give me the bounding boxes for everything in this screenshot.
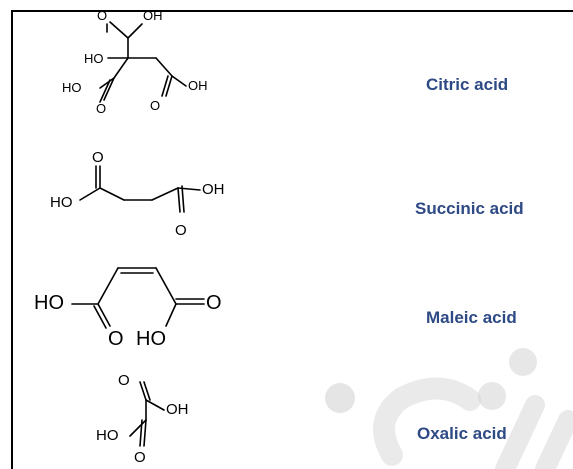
atom-label: O (150, 98, 160, 113)
figure-frame (11, 10, 573, 469)
oxalic-acid-structure: O OH HO O (96, 372, 189, 466)
atom-label: OH (166, 401, 189, 418)
atom-label: O (206, 292, 222, 314)
atom-label: O (175, 222, 187, 239)
atom-label: O (97, 8, 107, 23)
maleic-acid-structure: HO O O HO (34, 267, 222, 350)
oxalic-acid-label: Oxalic acid (417, 424, 507, 443)
atom-label: O (96, 101, 106, 116)
atom-label: HO (62, 80, 82, 95)
succinic-acid-label: Succinic acid (415, 199, 524, 218)
atom-label: O (92, 149, 104, 166)
citric-acid-structure: OH O HO HO O OH O (62, 8, 208, 116)
atom-label: OH (202, 181, 225, 198)
atom-label: OH (188, 78, 208, 93)
atom-label: HO (136, 328, 166, 350)
citric-acid-label: Citric acid (426, 75, 509, 94)
atom-label: O (108, 328, 124, 350)
atom-label: HO (34, 292, 64, 314)
atom-label: HO (96, 427, 119, 444)
atom-label: OH (143, 8, 163, 23)
atom-label: O (118, 372, 130, 389)
maleic-acid-label: Maleic acid (426, 308, 517, 327)
atom-label: O (134, 449, 146, 466)
atom-label: HO (50, 194, 73, 211)
atom-label: HO (84, 51, 104, 66)
succinic-acid-structure: O HO OH O (50, 149, 225, 239)
